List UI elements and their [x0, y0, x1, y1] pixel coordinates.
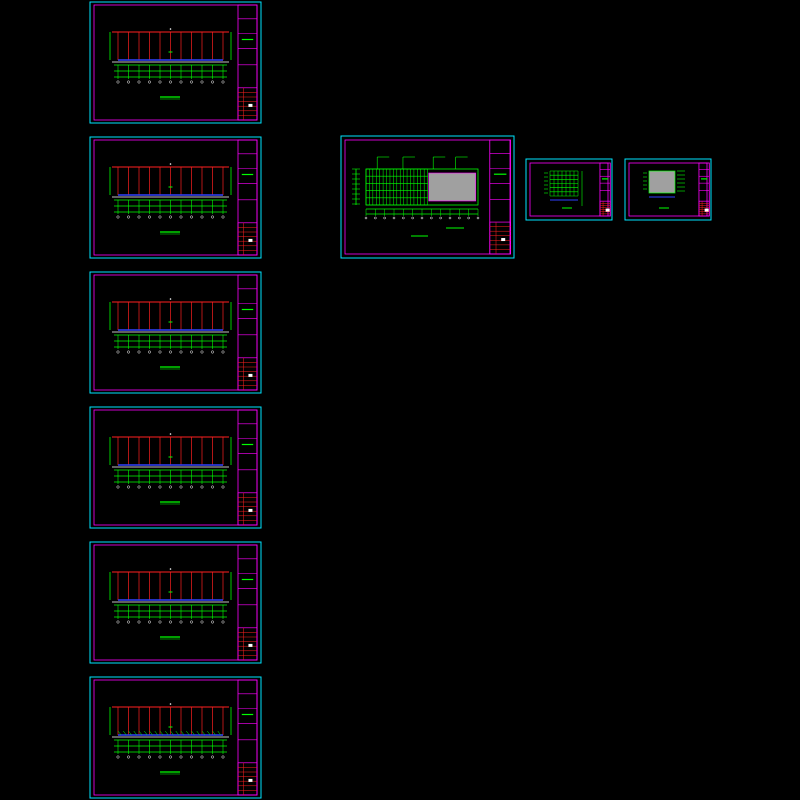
elevation-sheet-5[interactable]: [89, 541, 262, 664]
plan-sheet-3[interactable]: [624, 158, 712, 221]
elevation-sheet-3[interactable]: [89, 271, 262, 394]
elevation-sheet-6[interactable]: [89, 676, 262, 799]
plan-sheet-1[interactable]: [340, 135, 515, 259]
plan-sheet-2[interactable]: [525, 158, 613, 221]
elevation-sheet-4[interactable]: [89, 406, 262, 529]
elevation-sheet-2[interactable]: [89, 136, 262, 259]
elevation-sheet-1[interactable]: [89, 1, 262, 124]
